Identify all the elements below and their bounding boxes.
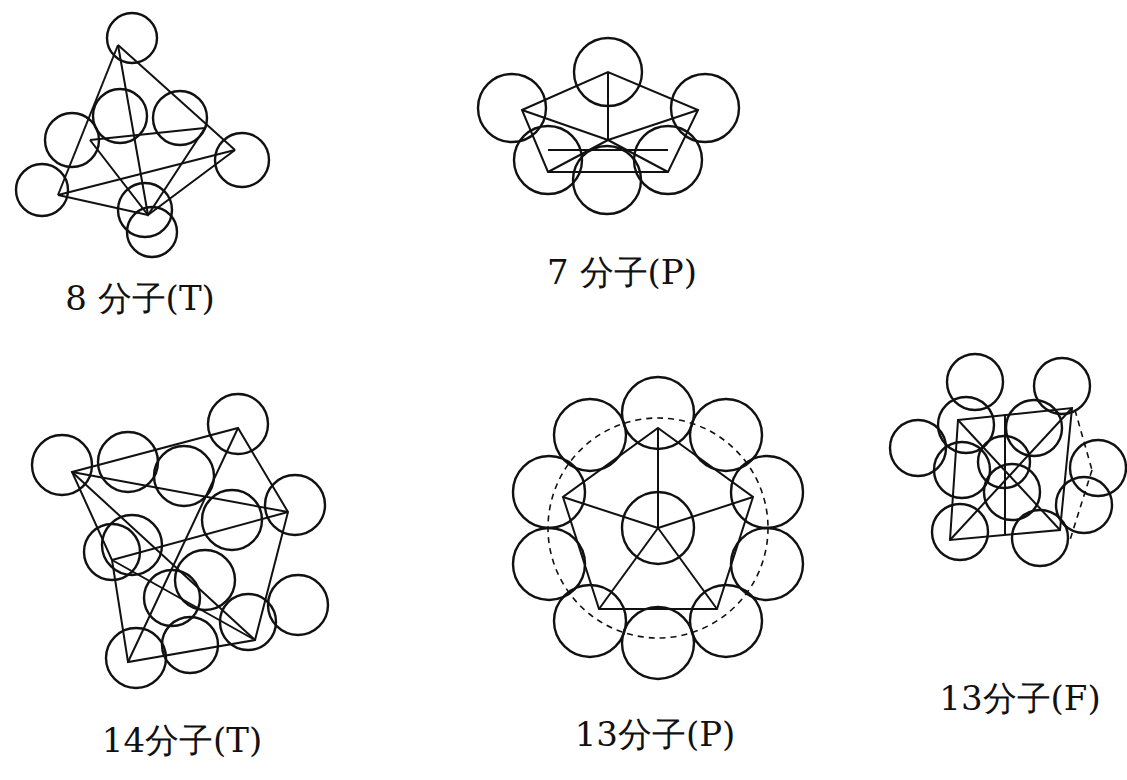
figure-label-box: 8 分子(T) — [65, 280, 215, 317]
figure-caption: 13分子(F) — [939, 680, 1100, 717]
figure-caption: 8 分子(T) — [65, 280, 215, 317]
cluster-13-icosahedral — [513, 377, 803, 679]
figure-caption: 14分子(T) — [102, 722, 262, 759]
figure-caption: 13分子(P) — [575, 716, 736, 753]
figure-caption: 7 分子(P) — [547, 254, 697, 291]
cluster-13-fcc — [890, 354, 1126, 566]
cluster-8-tetrahedral — [16, 13, 269, 257]
figure-label-box: 14分子(T) — [102, 722, 262, 759]
cluster-14-tetrahedral — [32, 394, 328, 688]
figure-label-box: 13分子(P) — [575, 716, 736, 753]
figure-label-box: 13分子(F) — [939, 680, 1100, 717]
figure-label-box: 7 分子(P) — [547, 254, 697, 291]
cluster-7-pentagonal — [478, 38, 739, 214]
